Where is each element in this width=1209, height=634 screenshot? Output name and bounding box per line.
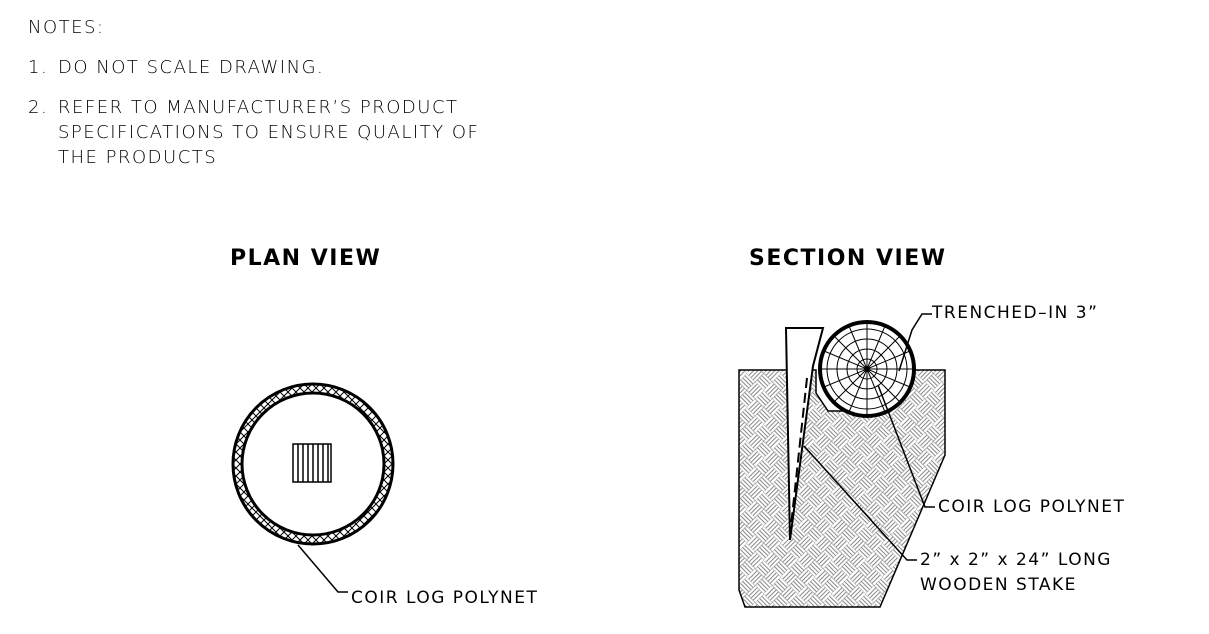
- stake-leader: [803, 445, 917, 561]
- note-2-number: 2.: [28, 97, 49, 118]
- plan-view-stake: [292, 443, 332, 483]
- stake-callout-line-2: WOODEN STAKE: [920, 575, 1077, 595]
- plan-view-leader: [297, 544, 348, 593]
- polynet-leader: [877, 384, 935, 508]
- polynet-callout: COIR LOG POLYNET: [938, 497, 1126, 517]
- wooden-stake: [784, 327, 825, 541]
- note-1-number: 1.: [28, 57, 49, 78]
- notes-title: NOTES:: [28, 17, 105, 38]
- stake-callout-line-1: 2” x 2” x 24” LONG: [920, 550, 1112, 570]
- note-1-text: DO NOT SCALE DRAWING.: [58, 57, 325, 78]
- note-2-line-1: REFER TO MANUFACTURER’S PRODUCT: [58, 97, 459, 118]
- note-2-line-3: THE PRODUCTS: [58, 147, 218, 168]
- plan-view-callout: COIR LOG POLYNET: [351, 588, 539, 608]
- plan-view-coir-log: [231, 382, 395, 546]
- plan-view-title: PLAN VIEW: [230, 246, 382, 271]
- note-2-line-2: SPECIFICATIONS TO ENSURE QUALITY OF: [58, 122, 480, 143]
- trench-leader: [898, 313, 932, 372]
- coir-log-section: [818, 320, 916, 418]
- trench-callout: TRENCHED–IN 3”: [932, 303, 1099, 323]
- section-view-title: SECTION VIEW: [749, 246, 947, 271]
